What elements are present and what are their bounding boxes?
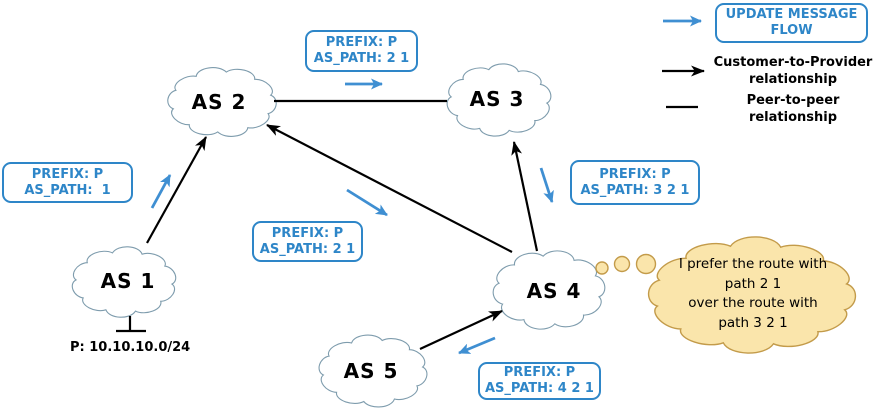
update-box-path-line: AS_PATH: 1 [24, 182, 111, 198]
as5-label: AS 5 [343, 359, 399, 383]
as2-cloud [167, 67, 277, 137]
update-box-path-line: AS_PATH: 4 2 1 [485, 381, 594, 396]
update-arrow-as4-as5 [458, 336, 496, 355]
legend-update-flow-box: UPDATE MESSAGE FLOW [715, 3, 868, 43]
update-box-as1-as2: PREFIX: P AS_PATH: 1 [2, 162, 133, 203]
update-arrow-as1-as2 [150, 174, 172, 209]
thought-dot-medium [613, 255, 631, 273]
thought-line: path 2 1 [724, 275, 782, 292]
update-box-path-line: AS_PATH: 2 1 [313, 51, 410, 66]
update-box-path-line: AS_PATH: 3 2 1 [580, 182, 690, 198]
c2p-edge-as1-as2 [146, 136, 207, 244]
thought-dot-small [595, 261, 609, 275]
thought-line: I prefer the route with [678, 256, 828, 272]
update-box-path-line: AS_PATH: 2 1 [259, 241, 356, 257]
as2-label: AS 2 [191, 90, 247, 114]
thought-line: path 3 2 1 [718, 314, 788, 331]
update-box-as2-as4: PREFIX: P AS_PATH: 2 1 [252, 221, 363, 262]
as3-label: AS 3 [469, 87, 525, 111]
legend-update-flow-label: UPDATE MESSAGE FLOW [725, 7, 858, 38]
thought-line: over the route with [688, 295, 818, 311]
update-box-as2-as3: PREFIX: P AS_PATH: 2 1 [305, 30, 418, 72]
update-box-as3-as4: PREFIX: P AS_PATH: 3 2 1 [570, 160, 700, 205]
legend-p2p-label: Peer-to-peer relationship [746, 93, 840, 125]
thought-bubble-text: I prefer the route with path 2 1 over th… [654, 255, 852, 333]
update-box-prefix-line: PREFIX: P [325, 35, 398, 50]
legend-c2p-label: Customer-to-Provider relationship [713, 55, 873, 87]
as1-cloud [71, 246, 177, 318]
thought-dot-large [635, 253, 657, 275]
thought-bubble [647, 236, 857, 354]
update-box-prefix-line: PREFIX: P [31, 166, 104, 182]
as5-cloud [318, 334, 428, 408]
update-arrow-as3-as4 [539, 167, 554, 203]
c2p-edge-as5-as4 [419, 310, 503, 350]
prefix-origin-label: P: 10.10.10.0/24 [70, 340, 191, 355]
update-box-as4-as5: PREFIX: P AS_PATH: 4 2 1 [478, 362, 601, 400]
c2p-edge-as4-as3 [511, 141, 539, 252]
as4-cloud [492, 250, 606, 330]
c2p-edge-as4-as2 [266, 124, 513, 253]
update-box-prefix-line: PREFIX: P [271, 225, 344, 241]
update-box-prefix-line: PREFIX: P [503, 365, 576, 380]
as4-label: AS 4 [526, 279, 582, 303]
as1-label: AS 1 [100, 269, 156, 293]
update-box-prefix-line: PREFIX: P [599, 166, 671, 182]
update-arrow-as2-as4 [346, 188, 388, 217]
as3-cloud [446, 63, 552, 137]
